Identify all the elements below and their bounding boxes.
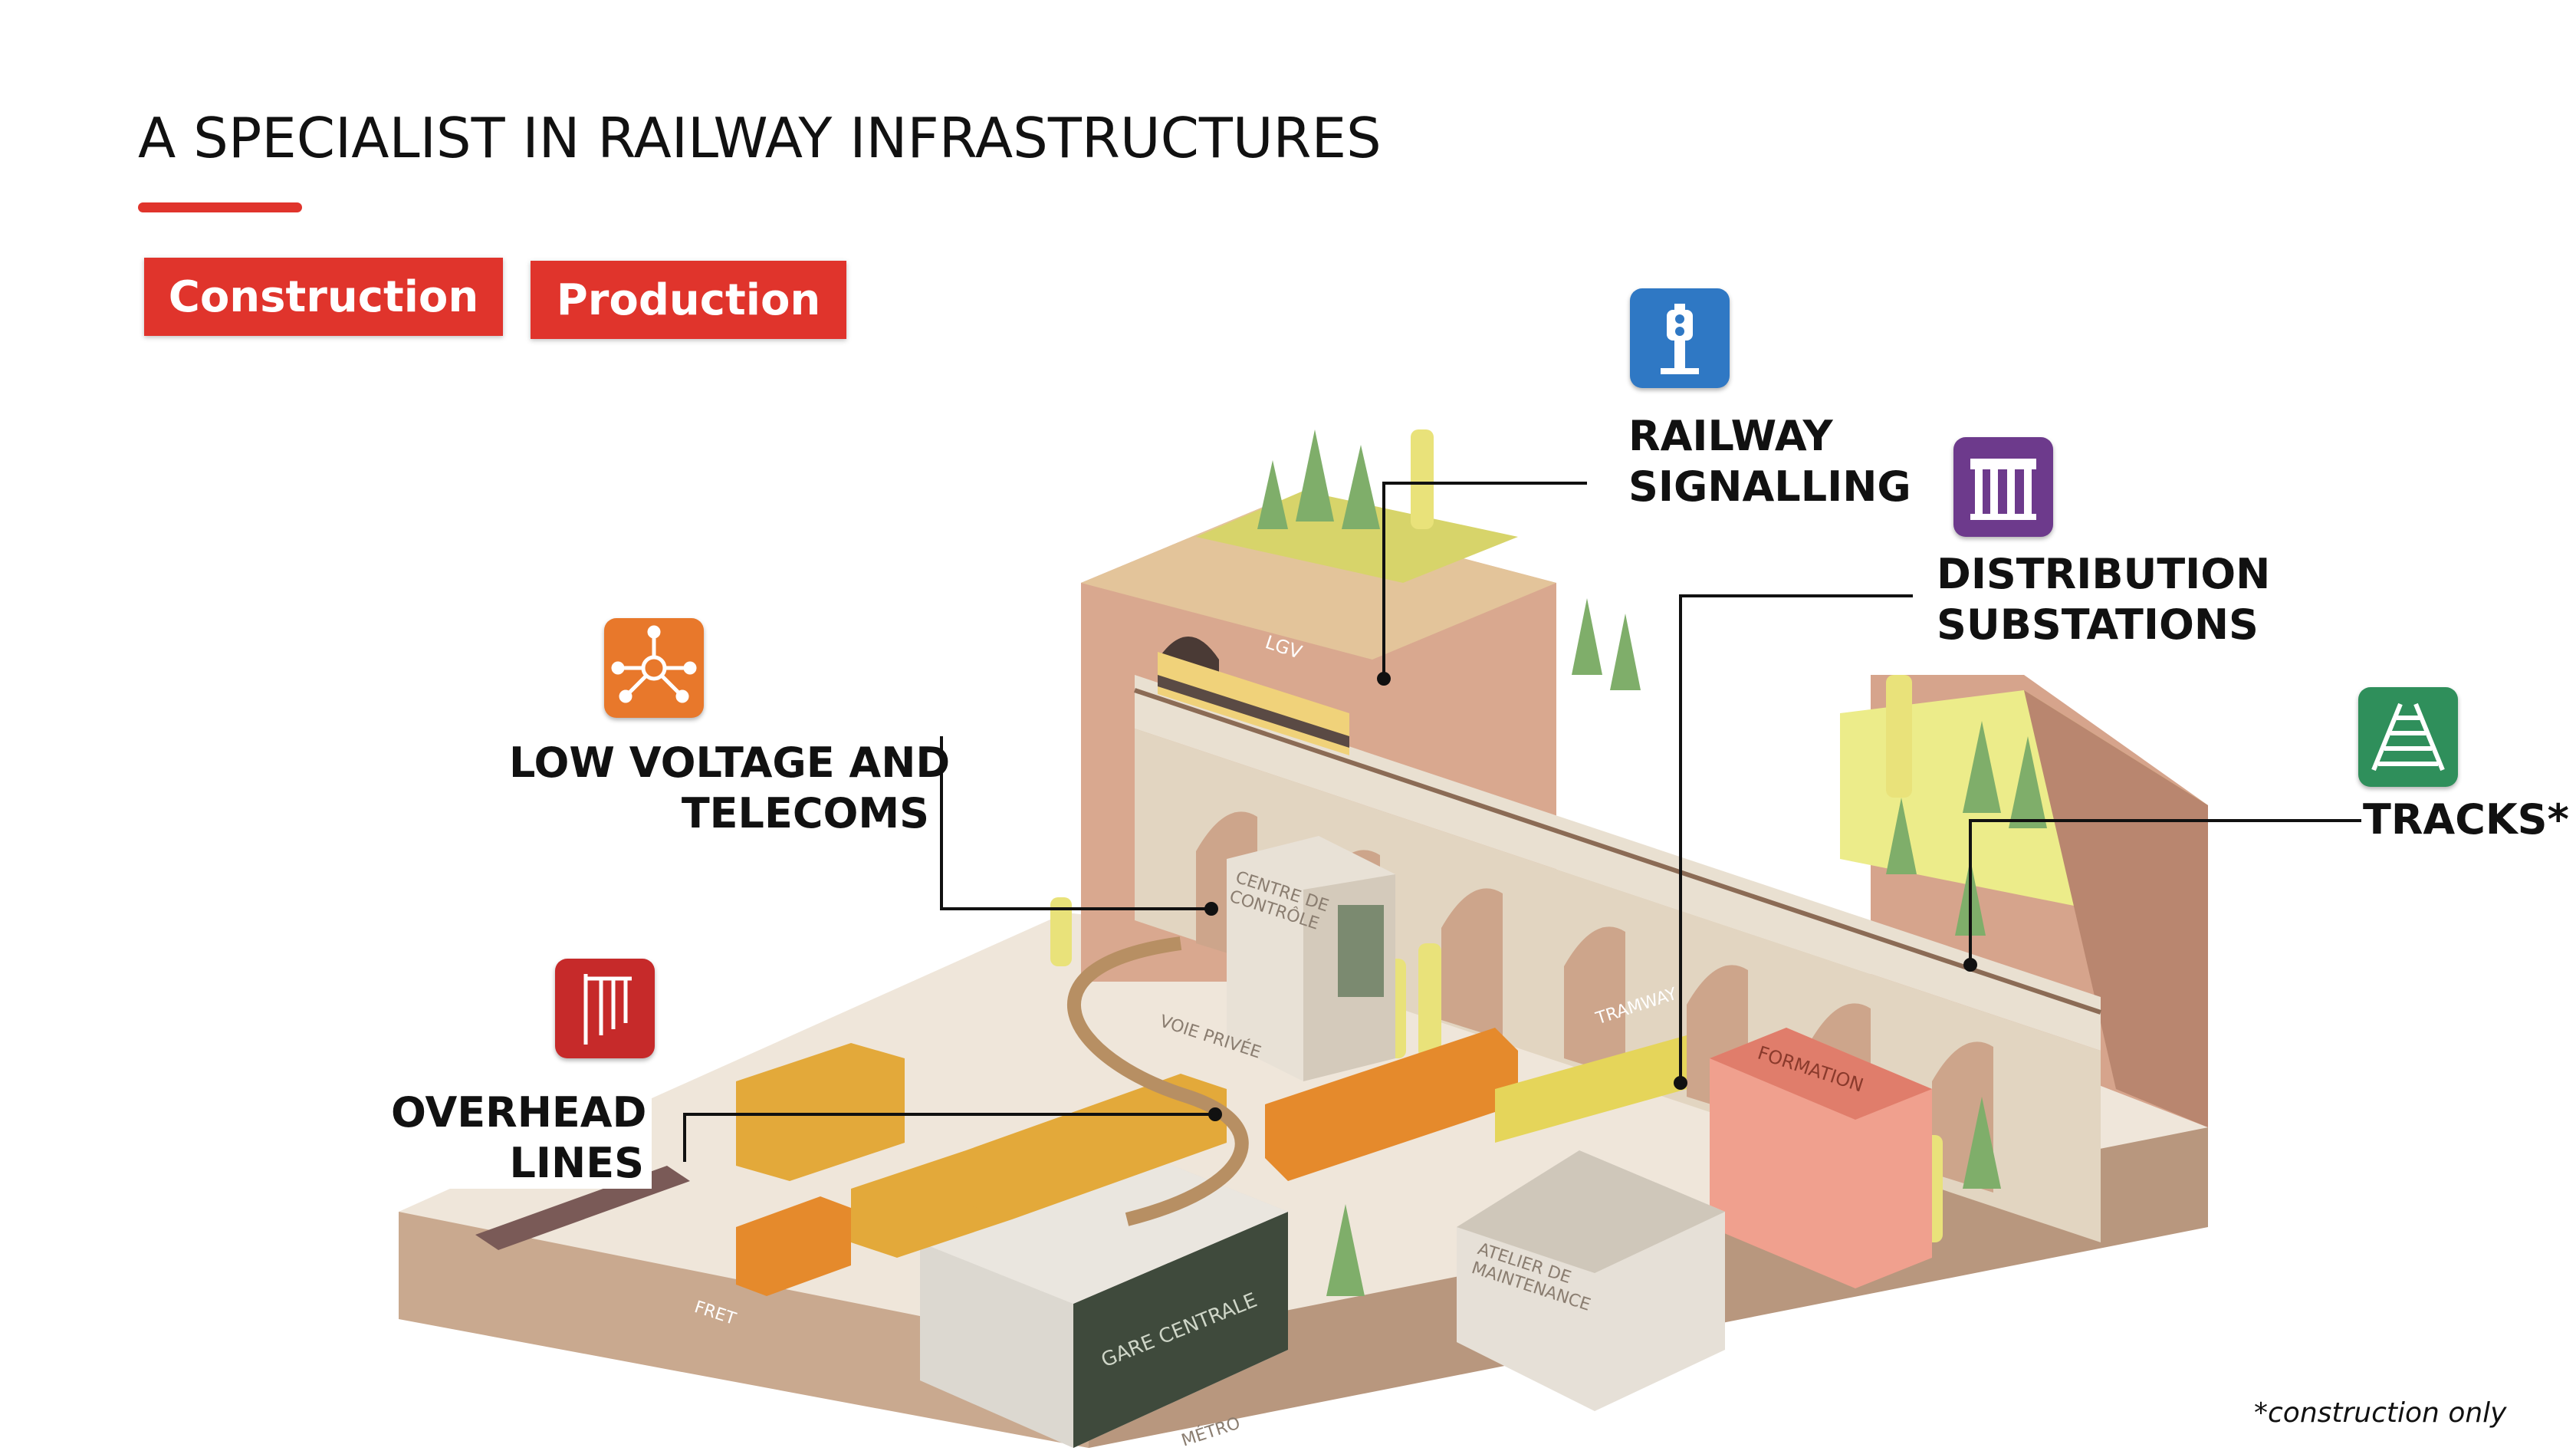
railway-signal-icon: [1630, 288, 1730, 388]
page-title: A SPECIALIST IN RAILWAY INFRASTRUCTURES: [138, 106, 1382, 170]
private-track: [1067, 936, 1249, 1226]
overhead-connector: [683, 1113, 1215, 1162]
network-hub-icon: [604, 618, 704, 718]
pine-trees: [1257, 429, 2047, 1296]
cliff-left-top: [1081, 506, 1556, 660]
tracks-label: TRACKS*: [2363, 795, 2569, 844]
signalling-connector: [1382, 482, 1587, 675]
tracks-connector: [1969, 819, 2361, 965]
overhead-lines-label: OVERHEAD LINES: [383, 1087, 652, 1189]
substation-connector: [1679, 594, 1913, 1083]
freight-trains: [736, 1028, 1687, 1296]
catenary-pole-icon: [555, 959, 655, 1058]
title-underline: [138, 202, 302, 212]
ground-slab-side-left: [399, 1212, 1089, 1448]
footnote: *construction only: [2254, 1397, 2507, 1429]
telecom-connector: [940, 736, 1211, 910]
low-voltage-telecoms-label: LOW VOLTAGE AND TELECOMS: [509, 739, 951, 837]
railway-signalling-label: RAILWAY SIGNALLING: [1628, 412, 1911, 511]
distribution-substations-label: DISTRIBUTION SUBSTATIONS: [1937, 550, 2271, 649]
cliff-right-side: [2024, 690, 2208, 1127]
construction-tag[interactable]: Construction: [144, 258, 503, 336]
callout-lines: [683, 482, 2361, 1162]
railroad-track-icon: [2358, 687, 2458, 787]
viaduct-track: [1134, 688, 2101, 1015]
production-tag[interactable]: Production: [531, 261, 846, 339]
electrical-substation-icon: [1953, 437, 2053, 537]
